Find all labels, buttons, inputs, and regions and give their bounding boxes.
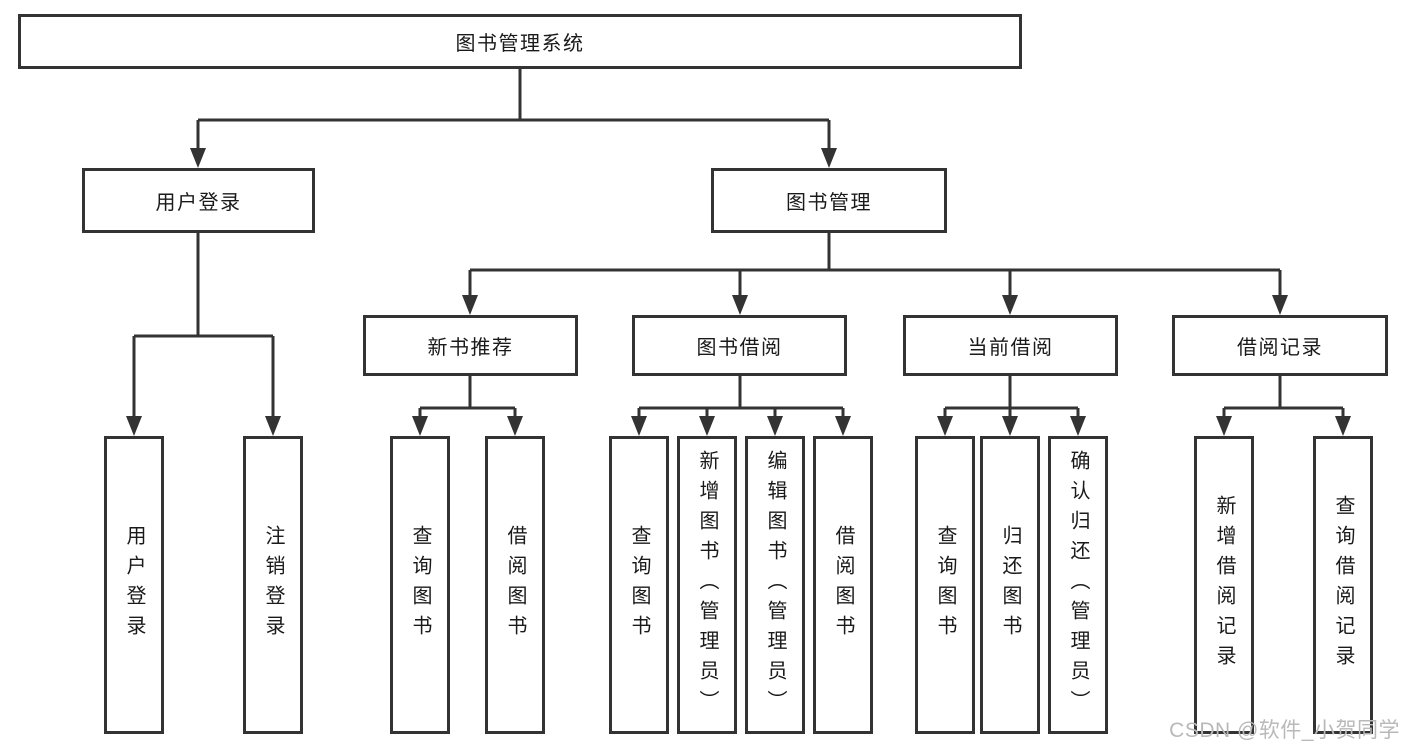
edge-records-to-leaves xyxy=(1222,376,1345,420)
node-book-management: 图书管理 xyxy=(711,168,947,233)
arrowheads xyxy=(126,148,1351,436)
leaf-cb-query-books: 查询图书 xyxy=(915,436,975,734)
leaf-bb-borrow-books: 借阅图书 xyxy=(813,436,873,734)
node-borrowing-records: 借阅记录 xyxy=(1172,315,1388,376)
node-user-login: 用户登录 xyxy=(82,168,315,233)
node-new-book-recommend-label: 新书推荐 xyxy=(427,337,514,359)
watermark: CSDN @软件_小贺同学 xyxy=(1169,719,1400,742)
node-borrowing-records-label: 借阅记录 xyxy=(1237,337,1323,359)
leaf-nb-borrow-books-label: 借阅图书 xyxy=(504,525,526,645)
edge-userlogin-to-leaves xyxy=(132,233,275,420)
leaf-bb-borrow-books-label: 借阅图书 xyxy=(832,525,854,645)
leaf-br-add-record: 新增借阅记录 xyxy=(1194,436,1254,734)
leaf-bb-query-books-label: 查询图书 xyxy=(628,525,650,645)
node-new-book-recommend: 新书推荐 xyxy=(363,315,578,376)
leaf-cb-query-books-label: 查询图书 xyxy=(934,525,956,645)
leaf-logout: 注销登录 xyxy=(243,436,303,734)
leaf-nb-query-books-label: 查询图书 xyxy=(409,525,431,645)
leaf-bb-add-books-admin: 新增图书（管理员） xyxy=(677,436,737,734)
node-book-borrowing: 图书借阅 xyxy=(632,315,847,376)
node-root-label: 图书管理系统 xyxy=(455,33,585,55)
leaf-bb-edit-books-admin-label: 编辑图书（管理员） xyxy=(764,450,786,720)
edge-bookmgmt-to-level3 xyxy=(468,233,1282,299)
leaf-nb-borrow-books: 借阅图书 xyxy=(485,436,545,734)
node-current-borrowing: 当前借阅 xyxy=(903,315,1118,376)
node-current-borrowing-label: 当前借阅 xyxy=(967,337,1054,359)
leaf-br-add-record-label: 新增借阅记录 xyxy=(1213,495,1235,675)
leaf-logout-label: 注销登录 xyxy=(262,525,284,645)
node-root: 图书管理系统 xyxy=(18,14,1022,69)
leaf-bb-add-books-admin-label: 新增图书（管理员） xyxy=(696,450,718,720)
leaf-user-login: 用户登录 xyxy=(104,436,164,734)
leaf-cb-confirm-return-admin-label: 确认归还（管理员） xyxy=(1067,450,1089,720)
leaf-bb-query-books: 查询图书 xyxy=(609,436,669,734)
node-book-borrowing-label: 图书借阅 xyxy=(696,337,783,359)
leaf-bb-edit-books-admin: 编辑图书（管理员） xyxy=(745,436,805,734)
leaf-cb-return-books: 归还图书 xyxy=(980,436,1040,734)
edge-root-to-level2 xyxy=(196,69,831,152)
leaf-br-query-record-label: 查询借阅记录 xyxy=(1332,495,1354,675)
leaf-cb-confirm-return-admin: 确认归还（管理员） xyxy=(1048,436,1108,734)
node-user-login-label: 用户登录 xyxy=(155,192,242,214)
edge-newbook-to-leaves xyxy=(418,376,517,420)
edge-current-to-leaves xyxy=(943,376,1080,420)
node-book-management-label: 图书管理 xyxy=(786,192,872,214)
leaf-nb-query-books: 查询图书 xyxy=(390,436,450,734)
edge-borrowing-to-leaves xyxy=(637,376,845,420)
leaf-cb-return-books-label: 归还图书 xyxy=(999,525,1021,645)
leaf-br-query-record: 查询借阅记录 xyxy=(1313,436,1373,734)
leaf-user-login-label: 用户登录 xyxy=(123,525,145,645)
